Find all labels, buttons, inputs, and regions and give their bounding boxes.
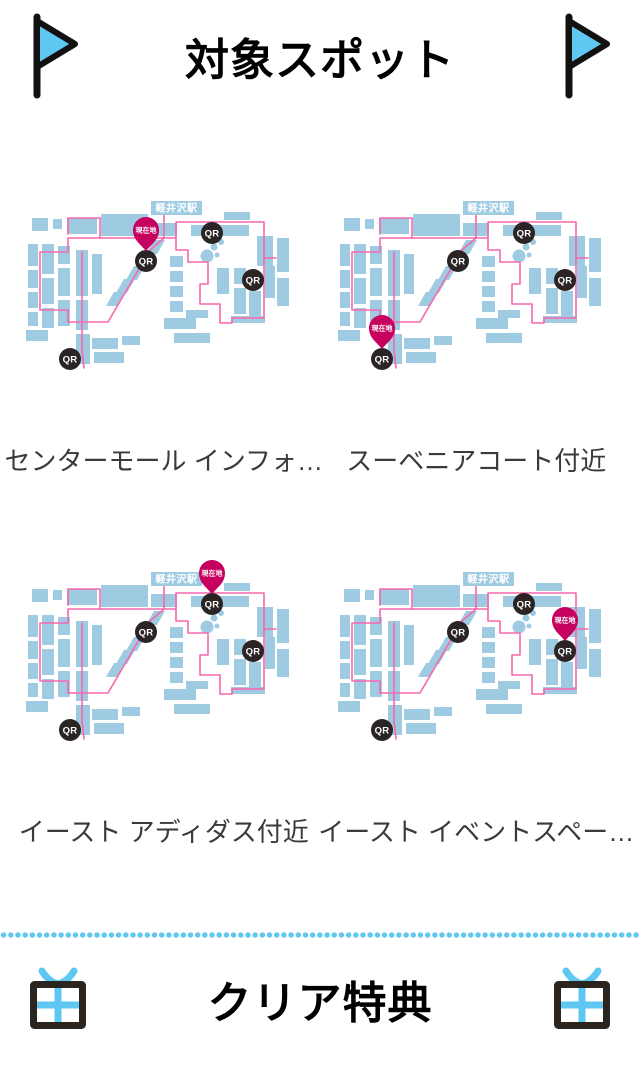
svg-text:QR: QR [62, 725, 77, 736]
svg-text:QR: QR [245, 276, 260, 287]
spot-card[interactable]: 軽井沢駅 QR QR QR QR 現在地 イースト イベントスペー… [318, 569, 634, 850]
current-location-pin: 現在地 [369, 315, 396, 349]
svg-text:QR: QR [375, 725, 390, 736]
spot-caption: イースト イベントスペー… [318, 816, 635, 847]
map-thumbnail: 軽井沢駅 QR QR QR QR 現在地 [337, 571, 603, 741]
spot-card[interactable]: 軽井沢駅 QR QR QR QR 現在地 センターモール インフォ… [5, 198, 323, 479]
map-thumbnail: 軽井沢駅 QR QR QR QR 現在地 [337, 201, 603, 370]
qr-marker: QR [58, 718, 81, 741]
flag-icon [560, 13, 612, 99]
flag-icon [28, 13, 80, 99]
qr-marker: QR [371, 718, 394, 741]
spot-card[interactable]: 軽井沢駅 QR QR QR QR 現在地 スーベニアコート付近 [333, 198, 621, 479]
qr-marker: QR [447, 250, 470, 272]
svg-text:QR: QR [451, 257, 466, 268]
svg-text:軽井沢駅: 軽井沢駅 [468, 572, 510, 585]
svg-text:QR: QR [375, 355, 390, 366]
station-label: 軽井沢駅 [150, 571, 202, 586]
svg-text:QR: QR [138, 627, 153, 638]
station-label: 軽井沢駅 [463, 201, 515, 215]
qr-marker: QR [134, 620, 157, 643]
qr-marker: QR [371, 348, 394, 370]
station-label: 軽井沢駅 [463, 571, 515, 586]
svg-text:QR: QR [204, 229, 219, 240]
spot-card[interactable]: 軽井沢駅 QR QR QR QR 現在地 イースト アディダス付近 [18, 559, 309, 850]
svg-text:QR: QR [517, 229, 532, 240]
qr-marker: QR [241, 269, 264, 291]
gift-icon [28, 967, 88, 1031]
qr-marker: QR [58, 348, 81, 370]
svg-text:現在地: 現在地 [555, 615, 576, 624]
rewards-title: クリア特典 [207, 978, 433, 1028]
current-location-pin: 現在地 [198, 559, 225, 594]
map-thumbnail: 軽井沢駅 QR QR QR QR 現在地 [24, 559, 290, 741]
svg-text:QR: QR [245, 646, 260, 657]
qr-marker: QR [200, 592, 223, 615]
svg-text:軽井沢駅: 軽井沢駅 [468, 202, 510, 215]
svg-text:軽井沢駅: 軽井沢駅 [155, 202, 197, 215]
spot-caption: センターモール インフォ… [4, 446, 323, 476]
spots-title: 対象スポット [185, 36, 455, 85]
qr-marker: QR [447, 620, 470, 643]
station-label: 軽井沢駅 [150, 201, 202, 215]
dotted-divider [0, 931, 640, 938]
svg-text:QR: QR [558, 646, 573, 657]
spots-header: 対象スポット [0, 0, 640, 102]
qr-marker: QR [134, 250, 157, 272]
svg-text:現在地: 現在地 [372, 324, 393, 333]
svg-text:QR: QR [558, 276, 573, 287]
qr-marker: QR [200, 222, 223, 244]
svg-text:QR: QR [62, 355, 77, 366]
qr-marker: QR [241, 639, 264, 662]
spot-caption: イースト アディダス付近 [18, 816, 309, 847]
svg-text:現在地: 現在地 [135, 226, 156, 235]
qr-marker: QR [554, 639, 577, 662]
current-location-pin: 現在地 [552, 606, 579, 641]
qr-marker: QR [554, 269, 577, 291]
svg-text:軽井沢駅: 軽井沢駅 [155, 572, 197, 585]
svg-text:現在地: 現在地 [201, 568, 222, 577]
svg-text:QR: QR [204, 599, 219, 610]
spot-caption: スーベニアコート付近 [346, 446, 607, 476]
qr-marker: QR [513, 592, 536, 615]
spots-grid: 軽井沢駅 QR QR QR QR 現在地 センターモール インフォ… 軽井沢駅 [0, 198, 640, 850]
gift-icon [552, 967, 612, 1031]
svg-text:QR: QR [451, 627, 466, 638]
qr-marker: QR [513, 222, 536, 244]
current-location-pin: 現在地 [132, 217, 159, 251]
svg-text:QR: QR [138, 257, 153, 268]
rewards-header: クリア特典 [0, 962, 640, 1036]
svg-text:QR: QR [517, 599, 532, 610]
map-thumbnail: 軽井沢駅 QR QR QR QR 現在地 [24, 201, 290, 370]
